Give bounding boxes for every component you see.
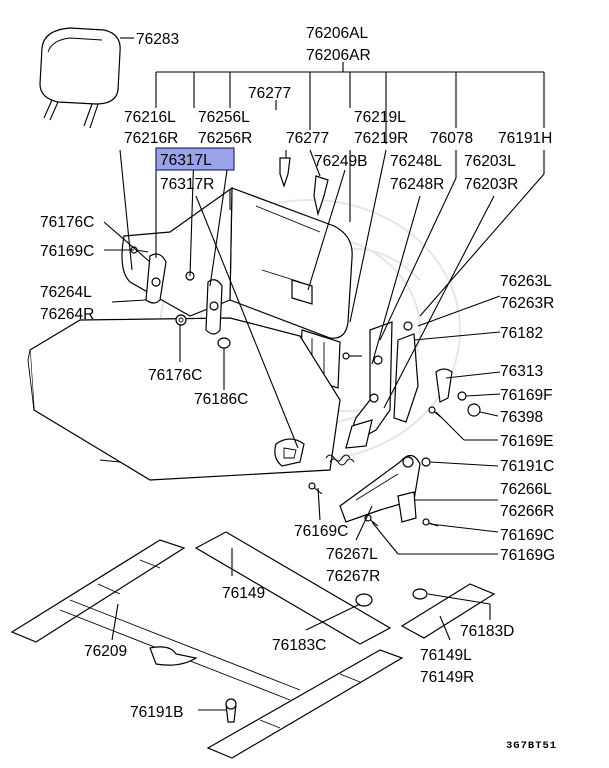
label-76203R[interactable]: 76203R [464,176,518,193]
label-76256L[interactable]: 76256L [198,109,250,126]
label-76219L[interactable]: 76219L [354,109,406,126]
label-76248L[interactable]: 76248L [390,153,442,170]
label-76317R[interactable]: 76317R [160,176,214,193]
seat-rail-frame-76209[interactable] [10,539,404,759]
label-76149[interactable]: 76149 [222,585,265,602]
label-76398[interactable]: 76398 [500,409,543,426]
diagram-code: 3G7BT51 [506,740,557,752]
label-76266L[interactable]: 76266L [500,481,552,498]
label-76264R[interactable]: 76264R [40,306,94,323]
seat-cushion[interactable] [27,317,341,481]
spring-76203[interactable] [325,454,355,466]
label-76264L[interactable]: 76264L [40,284,92,301]
plate-76149[interactable] [194,531,392,645]
label-76078[interactable]: 76078 [430,130,473,147]
label-76149L[interactable]: 76149L [420,647,472,664]
recliner-cover-76182[interactable] [393,333,419,423]
hinge-bracket-76264[interactable] [145,253,167,304]
bolt-76191C[interactable] [421,457,431,467]
label-76263L[interactable]: 76263L [500,273,552,290]
label-76277-a[interactable]: 76277 [248,85,291,102]
label-76169G[interactable]: 76169G [500,547,555,564]
cap-76183C[interactable] [355,593,373,607]
bushing-76176C[interactable] [175,314,187,326]
label-76176C-upper[interactable]: 76176C [40,214,94,231]
label-76216L[interactable]: 76216L [124,109,176,126]
label-76209[interactable]: 76209 [84,643,127,660]
label-76203L[interactable]: 76203L [464,153,516,170]
latch-plate-76267[interactable] [339,454,421,523]
bolt-76078[interactable] [342,352,362,360]
bolt-76191H[interactable] [403,321,413,331]
label-76191B[interactable]: 76191B [130,704,183,721]
leader-lines [103,37,545,711]
label-76283[interactable]: 76283 [136,31,179,48]
label-76249B[interactable]: 76249B [314,153,367,170]
latch-cover-76266[interactable] [397,491,417,523]
label-76149R[interactable]: 76149R [420,669,474,686]
label-76256R[interactable]: 76256R [198,130,252,147]
label-76206AL[interactable]: 76206AL [306,25,368,42]
knob-76398[interactable] [467,403,481,417]
bushing-76186C[interactable] [217,337,231,349]
label-76267L[interactable]: 76267L [326,546,378,563]
label-76267R[interactable]: 76267R [326,568,380,585]
label-76191H[interactable]: 76191H [498,130,552,147]
label-76182[interactable]: 76182 [500,325,543,342]
striker-76206[interactable] [274,438,305,467]
label-76176C-lower[interactable]: 76176C [148,367,202,384]
label-76169F[interactable]: 76169F [500,387,553,404]
label-76216R[interactable]: 76216R [124,130,178,147]
label-76169C-right[interactable]: 76169C [500,527,554,544]
headrest[interactable] [39,27,121,129]
label-76277-b[interactable]: 76277 [286,130,329,147]
label-76206AR[interactable]: 76206AR [306,47,371,64]
bolt-76169C-mid[interactable] [308,482,323,495]
label-76263R[interactable]: 76263R [500,295,554,312]
hinge-bracket-76256[interactable] [205,279,223,335]
pin-76277-b[interactable] [313,175,329,217]
selected-part-highlight [155,147,235,171]
bolt-76169F[interactable] [457,391,467,401]
label-76186C[interactable]: 76186C [194,391,248,408]
label-76183C[interactable]: 76183C [272,637,326,654]
cap-76183D[interactable] [412,588,428,600]
plate-76149L[interactable] [400,583,496,639]
label-76169C-upper[interactable]: 76169C [40,243,94,260]
label-76248R[interactable]: 76248R [390,176,444,193]
part-labels: 76283 76206AL 76206AR 76277 76216L 76216… [40,25,557,752]
label-76183D[interactable]: 76183D [460,623,514,640]
label-76313[interactable]: 76313 [500,363,543,380]
label-76266R[interactable]: 76266R [500,503,554,520]
label-76191C[interactable]: 76191C [500,458,554,475]
label-76317L[interactable]: 76317L [160,152,212,169]
pin-76277-a[interactable] [279,157,291,188]
label-76169C-mid[interactable]: 76169C [294,523,348,540]
label-76219R[interactable]: 76219R [354,130,408,147]
bolt-76191B[interactable] [225,698,237,723]
recliner-plate-76263[interactable] [345,321,393,449]
label-76169E[interactable]: 76169E [500,433,553,450]
